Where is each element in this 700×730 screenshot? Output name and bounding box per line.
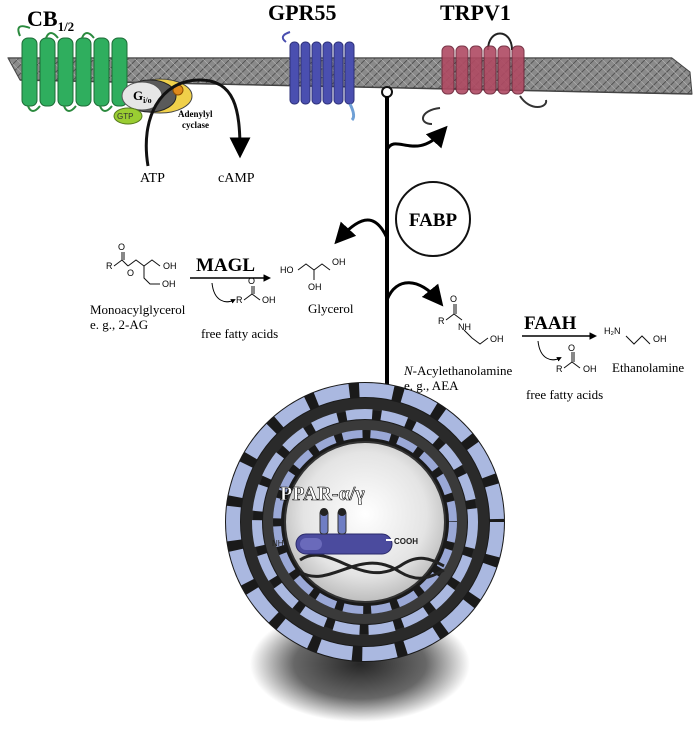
adenylyl-label: Adenylyl: [178, 109, 213, 119]
chem-o-1: O: [118, 242, 125, 252]
camp-label: cAMP: [218, 171, 255, 186]
g-protein: [113, 78, 193, 125]
fabp-label: FABP: [409, 210, 458, 231]
chem-oh-5: OH: [308, 282, 322, 292]
cyclase-label: cyclase: [182, 120, 209, 130]
magl-byproduct-arrow: [211, 282, 236, 304]
chem-h2n: H₂N: [604, 326, 621, 336]
nh2-label: NH₂: [272, 539, 287, 548]
magl-label: MAGL: [196, 255, 255, 276]
cb-receptor: [17, 25, 128, 112]
branch-arrow-magl: [334, 218, 389, 245]
chem-oh-3: OH: [262, 295, 276, 305]
chem-o-4: O: [450, 294, 457, 304]
faah-byproduct-arrow: [537, 340, 562, 362]
gtp-label: GTP: [117, 112, 133, 121]
chem-o-2: O: [127, 268, 134, 278]
ppar-label: PPAR-α/γ: [280, 483, 365, 505]
chem-r-1: R: [106, 261, 113, 271]
chem-oh-1: OH: [163, 261, 177, 271]
cb-receptor-label: CB1/2: [27, 6, 74, 34]
chem-nh: NH: [458, 322, 471, 332]
chem-o-3: O: [248, 276, 255, 286]
faah-label: FAAH: [524, 313, 577, 334]
faah-ffa-label: free fatty acids: [526, 387, 603, 402]
gpr55-label: GPR55: [268, 0, 336, 25]
faah-ffa-structure: [563, 352, 581, 369]
chem-oh-7: OH: [583, 364, 597, 374]
chem-ho-1: HO: [280, 265, 294, 275]
atp-to-camp-arrow: [144, 78, 251, 167]
two-ag-label: e. g., 2-AG: [90, 317, 148, 332]
acylethanolamine-label: N-Acylethanolamine: [403, 363, 513, 378]
chem-r-3: R: [438, 316, 445, 326]
nucleus: [225, 382, 505, 722]
branch-arrow-faah: [385, 281, 444, 307]
ethanolamine-label: Ethanolamine: [612, 360, 684, 375]
chem-oh-4: OH: [332, 257, 346, 267]
acylethanolamine-structure: [445, 304, 489, 345]
chem-oh-8: OH: [653, 334, 667, 344]
ppar-receptor: [295, 508, 398, 555]
chem-o-5: O: [568, 343, 575, 353]
magl-ffa-label: free fatty acids: [201, 326, 278, 341]
chem-r-2: R: [236, 295, 243, 305]
trpv1-label: TRPV1: [440, 0, 511, 25]
cooh-label: COOH: [394, 537, 418, 546]
monoacylglycerol-structure: [113, 252, 161, 285]
g-protein-label: Gi/o: [133, 88, 152, 105]
ethanolamine-structure: [625, 335, 651, 345]
chem-r-4: R: [556, 364, 563, 374]
fabp-carrier: [395, 181, 471, 257]
glycerol-label: Glycerol: [308, 301, 354, 316]
monoacylglycerol-label: Monoacylglycerol: [90, 302, 186, 317]
chem-oh-2: OH: [162, 279, 176, 289]
magl-ffa-structure: [243, 286, 261, 301]
glycerol-structure: [297, 263, 331, 280]
branch-arrow-trpv1: [385, 125, 448, 151]
atp-label: ATP: [140, 171, 165, 186]
aea-label: e. g., AEA: [404, 378, 459, 393]
gpr55-receptor: [281, 31, 356, 122]
chem-oh-6: OH: [490, 334, 504, 344]
trpv1-receptor: [422, 32, 548, 125]
